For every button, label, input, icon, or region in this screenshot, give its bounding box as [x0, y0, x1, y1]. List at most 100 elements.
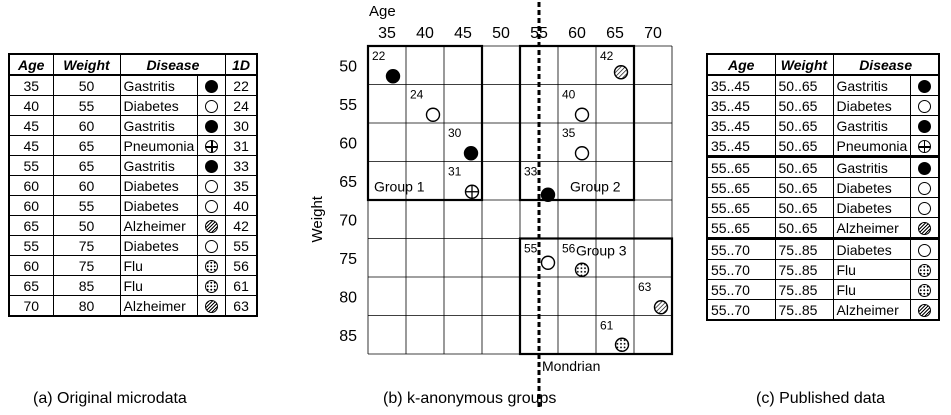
point-white-marker	[574, 146, 590, 161]
point-dots-marker	[574, 262, 590, 277]
disease-symbol-cell	[910, 259, 940, 280]
y-tick-label: 55	[339, 97, 357, 114]
x-tick-label: 50	[492, 25, 510, 42]
age-range-cell: 55..70	[706, 259, 776, 280]
disease-cell: Gastritis	[119, 115, 199, 136]
disease-symbol-cell	[910, 115, 940, 136]
point-id-label: 22	[372, 49, 386, 63]
age-range-cell: 55..70	[706, 238, 776, 260]
y-tick-label: 75	[339, 251, 357, 268]
weight-cell: 85	[52, 275, 121, 296]
group-1-label: Group 1	[374, 179, 425, 195]
group-box	[518, 44, 636, 202]
caption-k-anonymous-groups: (b) k-anonymous groups	[383, 390, 557, 407]
disease-symbol-cell	[197, 275, 227, 296]
y-tick-label: 80	[339, 289, 357, 306]
x-tick-label: 40	[416, 25, 434, 42]
weight-range-cell: 50..65	[774, 217, 834, 239]
disease-dots-symbol-icon	[918, 284, 932, 298]
id-cell: 33	[225, 155, 258, 176]
disease-cell: Alzheimer	[119, 295, 199, 317]
age-range-cell: 35..45	[706, 74, 776, 96]
disease-hatch-symbol-icon	[205, 300, 219, 314]
age-cell: 55	[8, 155, 54, 176]
age-cell: 55	[8, 235, 54, 256]
weight-range-cell: 50..65	[774, 115, 834, 136]
age-cell: 65	[8, 215, 54, 236]
weight-range-cell: 50..65	[774, 156, 834, 178]
point-hatch-marker	[653, 300, 669, 315]
header-weight: Weight	[52, 53, 121, 76]
table-header-row: Age Weight Disease 1D	[8, 53, 258, 76]
x-tick-label: 55	[530, 25, 548, 42]
point-id-label: 30	[448, 126, 462, 140]
point-id-label: 63	[638, 280, 652, 294]
disease-cell: Flu	[832, 279, 912, 300]
disease-symbol-cell	[910, 217, 940, 239]
table-header-row: Age Weight Disease	[706, 53, 940, 76]
disease-cell: Gastritis	[832, 74, 912, 96]
disease-black-symbol-icon	[918, 120, 932, 134]
disease-cell: Gastritis	[832, 115, 912, 136]
disease-cell: Gastritis	[832, 156, 912, 178]
weight-range-cell: 50..65	[774, 197, 834, 218]
weight-range-cell: 75..85	[774, 259, 834, 280]
id-cell: 31	[225, 135, 258, 156]
disease-symbol-cell	[910, 95, 940, 116]
y-tick-label: 60	[339, 135, 357, 152]
disease-symbol-cell	[910, 177, 940, 198]
point-id-label: 56	[562, 242, 576, 256]
age-cell: 70	[8, 295, 54, 317]
group-2-label: Group 2	[570, 179, 621, 195]
disease-black-symbol-icon	[918, 80, 932, 94]
point-white-marker	[574, 107, 590, 122]
id-cell: 42	[225, 215, 258, 236]
weight-cell: 60	[52, 175, 121, 196]
disease-white-symbol-icon	[918, 100, 932, 114]
id-cell: 40	[225, 195, 258, 216]
disease-white-symbol-icon	[918, 182, 932, 196]
disease-dots-symbol-icon	[205, 280, 219, 294]
group-box	[518, 237, 674, 356]
x-tick-label: 60	[568, 25, 586, 42]
header-weight: Weight	[774, 53, 834, 76]
point-id-label: 31	[448, 165, 462, 179]
disease-white-symbol-icon	[205, 240, 219, 254]
disease-cell: Flu	[119, 275, 199, 296]
y-tick-label: 70	[339, 212, 357, 229]
weight-range-cell: 75..85	[774, 279, 834, 300]
x-tick-label: 45	[454, 25, 472, 42]
age-range-cell: 55..65	[706, 217, 776, 239]
disease-hatch-symbol-icon	[205, 220, 219, 234]
disease-cell: Alzheimer	[832, 299, 912, 321]
disease-symbol-cell	[910, 197, 940, 218]
disease-symbol-cell	[910, 135, 940, 157]
disease-white-symbol-icon	[918, 202, 932, 216]
point-id-label: 55	[524, 242, 538, 256]
disease-cell: Diabetes	[832, 197, 912, 218]
disease-cell: Diabetes	[832, 95, 912, 116]
age-cell: 65	[8, 275, 54, 296]
disease-hatch-symbol-icon	[918, 222, 932, 236]
weight-range-cell: 50..65	[774, 95, 834, 116]
x-tick-label: 70	[644, 25, 662, 42]
disease-white-symbol-icon	[918, 244, 932, 258]
weight-range-cell: 50..65	[774, 135, 834, 157]
disease-cell: Pneumonia	[832, 135, 912, 157]
disease-cell: Diabetes	[119, 235, 199, 256]
age-range-cell: 35..45	[706, 135, 776, 157]
mondrian-label: Mondrian	[542, 358, 600, 374]
